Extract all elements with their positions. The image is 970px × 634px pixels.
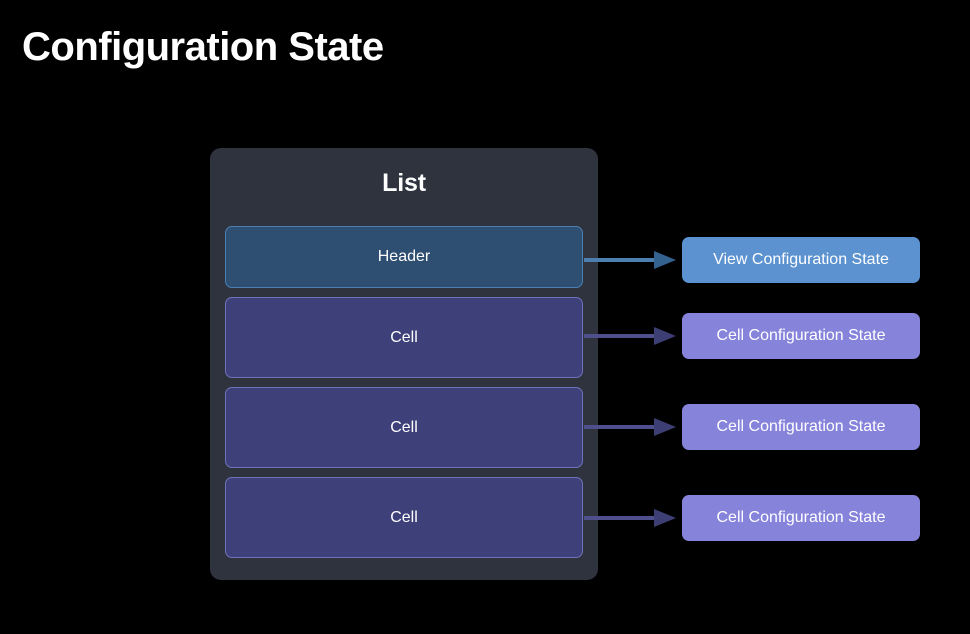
list-row-header[interactable]: Header [225, 226, 583, 288]
page-title: Configuration State [22, 25, 384, 69]
list-row-cell-2[interactable]: Cell [225, 387, 583, 468]
list-row-cell-3[interactable]: Cell [225, 477, 583, 558]
arrow-cell3-to-cell-state [584, 509, 676, 527]
list-row-cell-1[interactable]: Cell [225, 297, 583, 378]
arrow-cell1-to-cell-state [584, 327, 676, 345]
state-box-view-configuration[interactable]: View Configuration State [682, 237, 920, 283]
list-row-label: Cell [390, 508, 418, 526]
arrow-cell2-to-cell-state [584, 418, 676, 436]
arrow-header-to-view-state [584, 251, 676, 269]
state-box-label: Cell Configuration State [716, 327, 886, 344]
state-box-label: Cell Configuration State [716, 509, 886, 526]
state-box-cell-configuration-1[interactable]: Cell Configuration State [682, 313, 920, 359]
list-rows: Header Cell Cell Cell [225, 226, 583, 567]
state-box-label: View Configuration State [713, 251, 889, 268]
list-row-label: Header [377, 248, 431, 265]
list-title: List [382, 169, 426, 197]
state-box-cell-configuration-3[interactable]: Cell Configuration State [682, 495, 920, 541]
list-container: List Header Cell Cell Cell [210, 148, 598, 580]
list-row-label: Cell [390, 418, 418, 436]
state-box-cell-configuration-2[interactable]: Cell Configuration State [682, 404, 920, 450]
list-row-label: Cell [390, 328, 418, 346]
state-box-label: Cell Configuration State [716, 418, 886, 435]
